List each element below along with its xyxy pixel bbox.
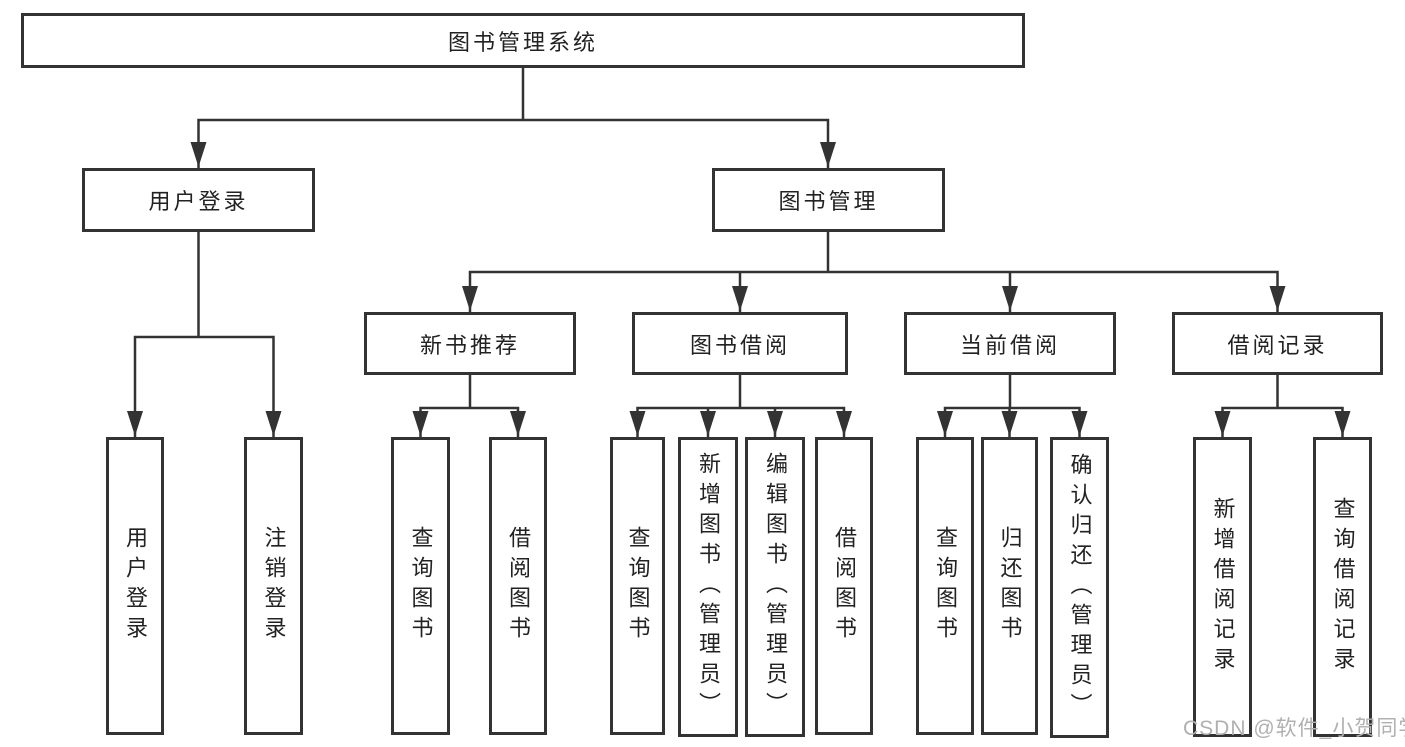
leaf-borrow-book: 借阅图书 bbox=[815, 437, 873, 735]
leaf-query-book-current: 查询图书 bbox=[916, 437, 974, 735]
leaf-logout: 注销登录 bbox=[244, 437, 303, 735]
leaf-query-borrow-record: 查询借阅记录 bbox=[1313, 437, 1372, 737]
leaf-confirm-return-admin: 确认归还（管理员） bbox=[1050, 437, 1109, 738]
node-borrowing-records: 借阅记录 bbox=[1172, 312, 1383, 375]
csdn-watermark: CSDN @软件_小贺同学 bbox=[1183, 717, 1405, 740]
node-book-management: 图书管理 bbox=[712, 168, 945, 232]
node-root: 图书管理系统 bbox=[21, 13, 1025, 68]
leaf-edit-book-admin: 编辑图书（管理员） bbox=[745, 437, 805, 737]
leaf-return-book: 归还图书 bbox=[981, 437, 1038, 735]
node-new-book-recommendation: 新书推荐 bbox=[364, 312, 576, 375]
leaf-add-borrow-record: 新增借阅记录 bbox=[1193, 437, 1252, 737]
node-user-login: 用户登录 bbox=[82, 168, 315, 232]
node-book-borrowing: 图书借阅 bbox=[632, 312, 848, 375]
leaf-borrow-book-recommend: 借阅图书 bbox=[489, 437, 547, 735]
arrowheads bbox=[127, 142, 1351, 436]
node-current-borrowing: 当前借阅 bbox=[904, 312, 1116, 375]
leaf-user-login: 用户登录 bbox=[106, 437, 164, 735]
leaf-query-book-borrow: 查询图书 bbox=[610, 437, 665, 735]
leaf-query-book-recommend: 查询图书 bbox=[391, 437, 450, 735]
leaf-add-book-admin: 新增图书（管理员） bbox=[678, 437, 738, 737]
